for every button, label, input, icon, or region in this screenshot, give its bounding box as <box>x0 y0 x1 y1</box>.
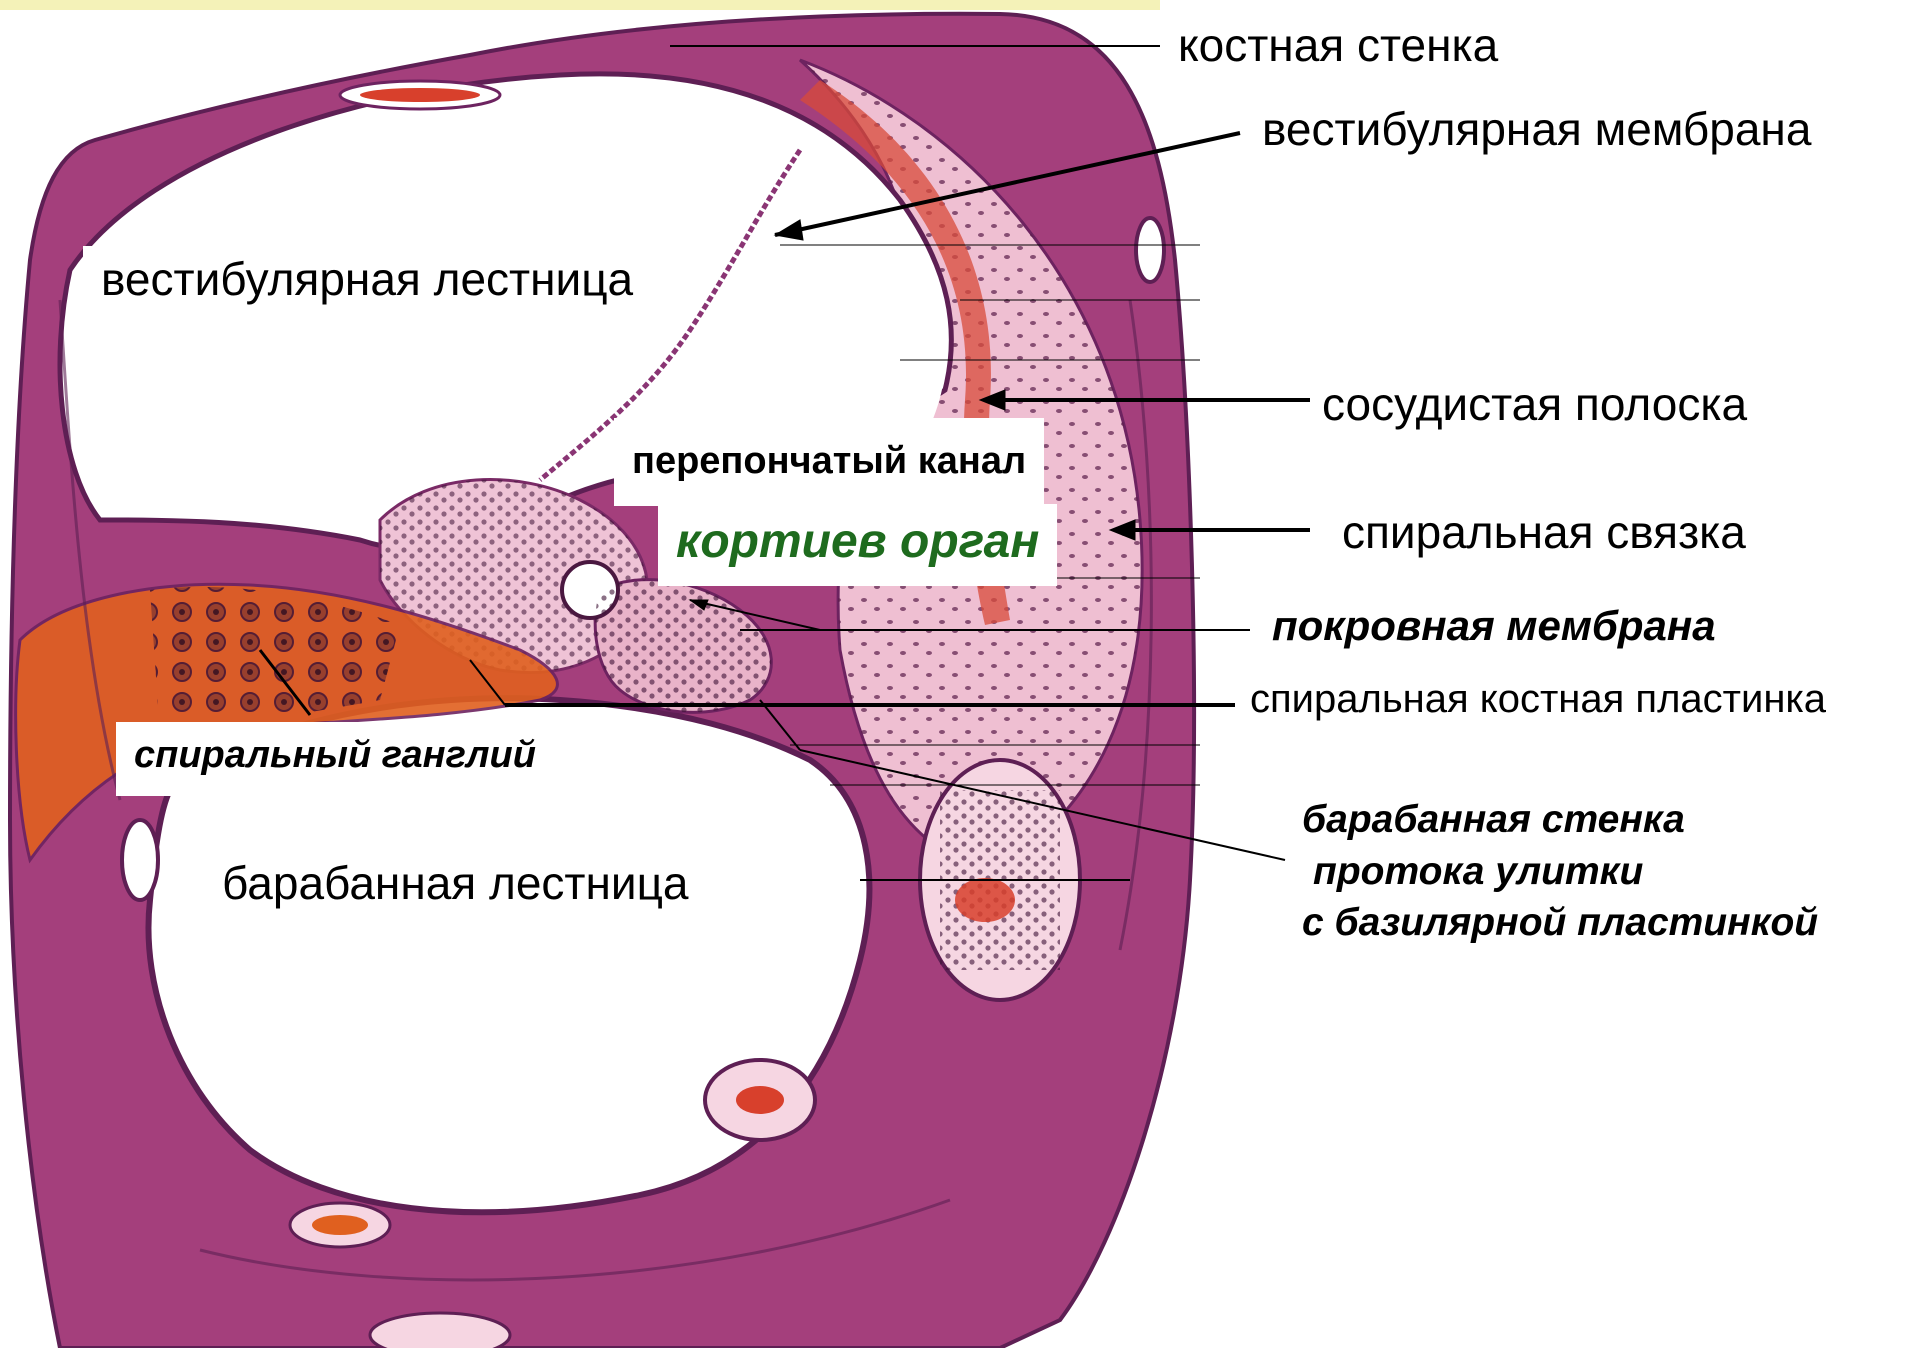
label-scala-vestibuli: вестибулярная лестница <box>83 246 651 314</box>
vessel <box>122 820 158 900</box>
label-vestibular-membrane: вестибулярная мембрана <box>1262 106 1811 152</box>
label-organ-of-corti: кортиев орган <box>658 504 1057 586</box>
label-tympanic-wall-line3: с базилярной пластинкой <box>1302 903 1818 942</box>
label-spiral-ganglion: спиральный ганглий <box>116 722 554 796</box>
label-stria-vascularis: сосудистая полоска <box>1322 381 1747 427</box>
label-tympanic-wall-line1: барабанная стенка <box>1302 800 1685 839</box>
label-membranous-canal: перепончатый канал <box>614 418 1044 506</box>
label-osseous-spiral-lamina: спиральная костная пластинка <box>1250 679 1826 719</box>
label-tectorial-membrane: покровная мембрана <box>1272 605 1716 647</box>
label-spiral-ligament: спиральная связка <box>1342 509 1746 555</box>
label-scala-tympani: барабанная лестница <box>222 860 689 906</box>
vessel <box>1136 218 1164 282</box>
top-stripe <box>0 0 1160 10</box>
label-tympanic-wall-line2: протока улитки <box>1313 852 1643 891</box>
label-bony-wall: костная стенка <box>1178 22 1498 68</box>
vessel <box>370 1313 510 1348</box>
